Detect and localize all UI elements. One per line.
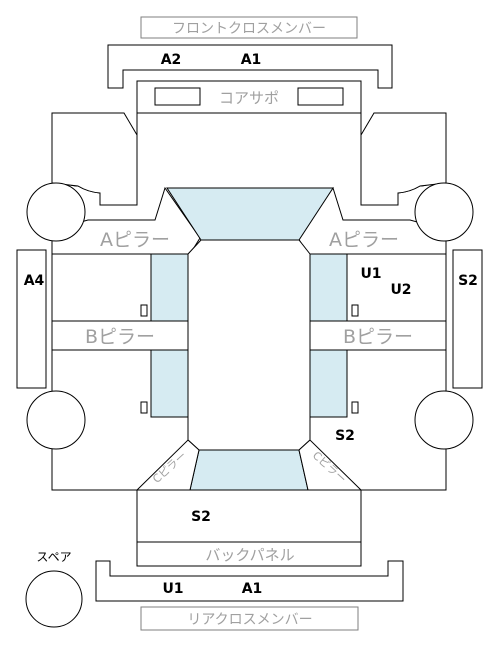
trunk-floor [136,489,362,543]
left-side-rail [16,249,47,389]
rear-left-wheel [26,390,86,450]
front-right-wheel [414,182,474,242]
front-code-a2: A2 [161,52,182,68]
door-side-lines [51,254,447,490]
left-rear-door-handle [140,401,148,414]
right-rear-door-handle [351,401,359,414]
core-support-right-slot [297,87,344,106]
back-panel [136,541,362,567]
right-b-pillar-label: Bピラー [343,326,413,348]
right-front-window [309,253,348,322]
right-rear-window [309,349,348,418]
rear-floor-code-s2: S2 [191,509,211,525]
right-side-rail [452,249,483,389]
core-support-label: コアサポ [219,89,279,107]
spare-label: スペア [36,550,71,564]
back-panel-label: バックパネル [205,546,294,564]
front-cross-member-label: フロントクロスメンバー [172,21,326,37]
right-b-pillar [309,320,447,351]
left-rear-window [150,349,189,418]
rear-cross-member [95,560,404,602]
roof [187,239,311,451]
left-side-code-a4: A4 [24,273,45,289]
rear-cross-member-box [140,606,359,631]
spare-tire [25,570,83,628]
left-front-window [150,253,189,322]
core-support-left-slot [154,87,201,106]
front-cross-member [107,44,393,89]
left-b-pillar [51,320,189,351]
rear-cross-member-label: リアクロスメンバー [187,612,312,628]
right-upper-code-u1: U1 [360,266,381,282]
rear-window [189,449,309,491]
left-b-pillar-label: Bピラー [85,326,155,348]
left-a-pillar-label: Aピラー [100,229,170,251]
right-upper-code-u2: U2 [390,282,411,298]
right-a-pillar-label: Aピラー [329,229,399,251]
front-code-a1: A1 [241,52,262,68]
right-front-door-handle [351,304,359,317]
rear-code-u1: U1 [162,581,183,597]
cabin-front-rails [136,113,362,205]
front-left-wheel [26,182,86,242]
front-cross-member-box [140,16,358,39]
left-front-door-handle [140,304,148,317]
rear-code-a1: A1 [242,581,263,597]
right-lower-code-s2: S2 [335,428,355,444]
right-side-code-s2: S2 [458,273,478,289]
rear-right-wheel [414,390,474,450]
